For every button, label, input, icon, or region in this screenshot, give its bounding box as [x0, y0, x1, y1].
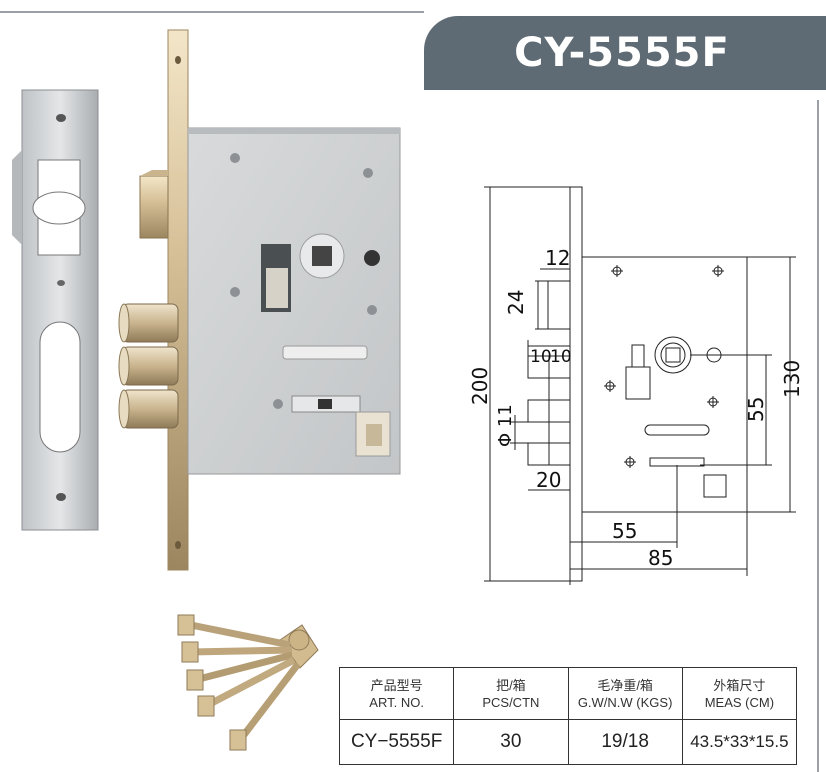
header-zh: 毛净重/箱 [597, 677, 653, 693]
dim-130: 130 [780, 360, 804, 398]
dimension-drawing: 12 24 200 10 10 Φ 11 20 55 85 55 130 [468, 186, 804, 585]
header-weight: 毛净重/箱 G.W/N.W (KGS) [567, 667, 683, 720]
spec-table: 产品型号 ART. NO. 把/箱 PCS/CTN 毛净重/箱 G.W/N.W … [338, 667, 798, 765]
header-en: PCS/CTN [482, 694, 540, 710]
header-zh: 把/箱 [496, 677, 526, 693]
value-meas: 43.5*33*15.5 [681, 719, 798, 765]
keys-photo [177, 614, 319, 751]
product-title: CY-5555F [514, 30, 730, 76]
header-en: MEAS (CM) [704, 694, 775, 710]
dim-phi-11: Φ 11 [495, 404, 516, 447]
dim-85: 85 [648, 546, 673, 570]
spec-value-row: CY−5555F 30 19/18 43.5*33*15.5 [338, 719, 798, 765]
header-en: ART. NO. [369, 694, 424, 710]
dim-55-vertical: 55 [744, 397, 768, 422]
lock-body [187, 127, 401, 475]
dim-55-horizontal: 55 [612, 519, 637, 543]
header-zh: 外箱尺寸 [713, 677, 766, 693]
dim-20: 20 [536, 468, 561, 492]
title-banner: CY-5555F [424, 16, 826, 90]
screw-marks [604, 265, 724, 468]
deadbolts [118, 303, 179, 429]
lock-photo [12, 29, 401, 571]
header-en: G.W/N.W (KGS) [577, 694, 673, 710]
header-zh: 产品型号 [370, 677, 423, 693]
header-art-no: 产品型号 ART. NO. [338, 667, 455, 720]
header-pcs-ctn: 把/箱 PCS/CTN [453, 667, 569, 720]
value-weight: 19/18 [567, 719, 683, 765]
strike-plate [12, 89, 99, 531]
key-bundle [177, 614, 319, 751]
dim-12: 12 [545, 246, 570, 270]
header-meas: 外箱尺寸 MEAS (CM) [681, 667, 798, 720]
dim-10-left: 10 [530, 347, 552, 367]
spec-header-row: 产品型号 ART. NO. 把/箱 PCS/CTN 毛净重/箱 G.W/N.W … [338, 667, 798, 720]
dim-10-right: 10 [550, 347, 572, 367]
value-art-no: CY−5555F [338, 719, 455, 765]
value-pcs-ctn: 30 [453, 719, 569, 765]
latch-bolt [139, 170, 169, 239]
dim-200: 200 [468, 367, 492, 405]
dim-24: 24 [504, 290, 528, 315]
